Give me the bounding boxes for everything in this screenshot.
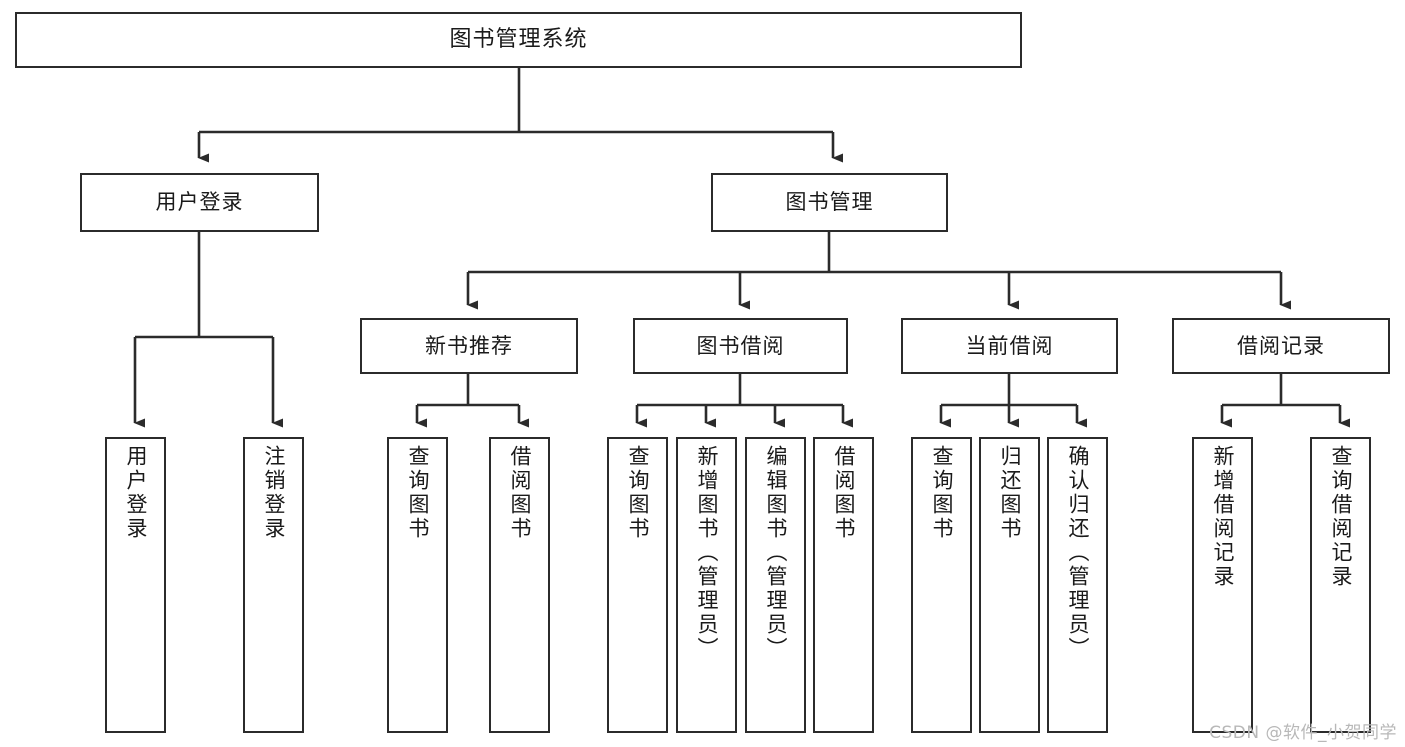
csdn-watermark: CSDN @软件_小贺同学 [1209,723,1397,743]
node-label: 查询图书 [406,445,430,541]
leaf-borrow-query-book[interactable]: 查询图书 [607,437,668,733]
leaf-borrow-add-book-admin[interactable]: 新增图书（管理员） [676,437,737,733]
leaf-recommend-query-book[interactable]: 查询图书 [387,437,448,733]
node-label: 图书管理系统 [449,27,588,53]
leaf-borrow-borrow-book[interactable]: 借阅图书 [813,437,874,733]
node-label: 新书推荐 [425,333,513,358]
leaf-user-login-login[interactable]: 用户登录 [105,437,166,733]
node-label: 用户登录 [124,445,148,541]
node-label: 借阅图书 [508,445,532,541]
node-label: 当前借阅 [965,333,1054,358]
leaf-record-query-record[interactable]: 查询借阅记录 [1310,437,1371,733]
node-label: 借阅图书 [832,445,856,541]
node-label: 用户登录 [155,190,244,215]
node-book-management[interactable]: 图书管理 [711,173,948,232]
node-label: 确认归还（管理员） [1066,445,1090,661]
node-new-book-recommend[interactable]: 新书推荐 [360,318,578,374]
node-label: 图书管理 [785,190,874,215]
node-current-borrow[interactable]: 当前借阅 [901,318,1118,374]
node-label: 新增图书（管理员） [695,445,719,661]
leaf-current-query-book[interactable]: 查询图书 [911,437,972,733]
node-label: 查询图书 [930,445,954,541]
leaf-current-confirm-return-admin[interactable]: 确认归还（管理员） [1047,437,1108,733]
node-label: 归还图书 [998,445,1022,541]
node-borrow-record[interactable]: 借阅记录 [1172,318,1390,374]
leaf-user-login-logout[interactable]: 注销登录 [243,437,304,733]
leaf-current-return-book[interactable]: 归还图书 [979,437,1040,733]
leaf-recommend-borrow-book[interactable]: 借阅图书 [489,437,550,733]
node-label: 借阅记录 [1237,333,1325,358]
node-label: 新增借阅记录 [1211,445,1235,589]
node-label: 编辑图书（管理员） [764,445,788,661]
node-label: 查询借阅记录 [1329,445,1353,589]
node-root-system[interactable]: 图书管理系统 [15,12,1022,68]
node-label: 图书借阅 [696,333,785,358]
node-book-borrow[interactable]: 图书借阅 [633,318,848,374]
leaf-record-add-record[interactable]: 新增借阅记录 [1192,437,1253,733]
leaf-borrow-edit-book-admin[interactable]: 编辑图书（管理员） [745,437,806,733]
node-user-login[interactable]: 用户登录 [80,173,319,232]
node-label: 查询图书 [626,445,650,541]
node-label: 注销登录 [262,445,286,541]
